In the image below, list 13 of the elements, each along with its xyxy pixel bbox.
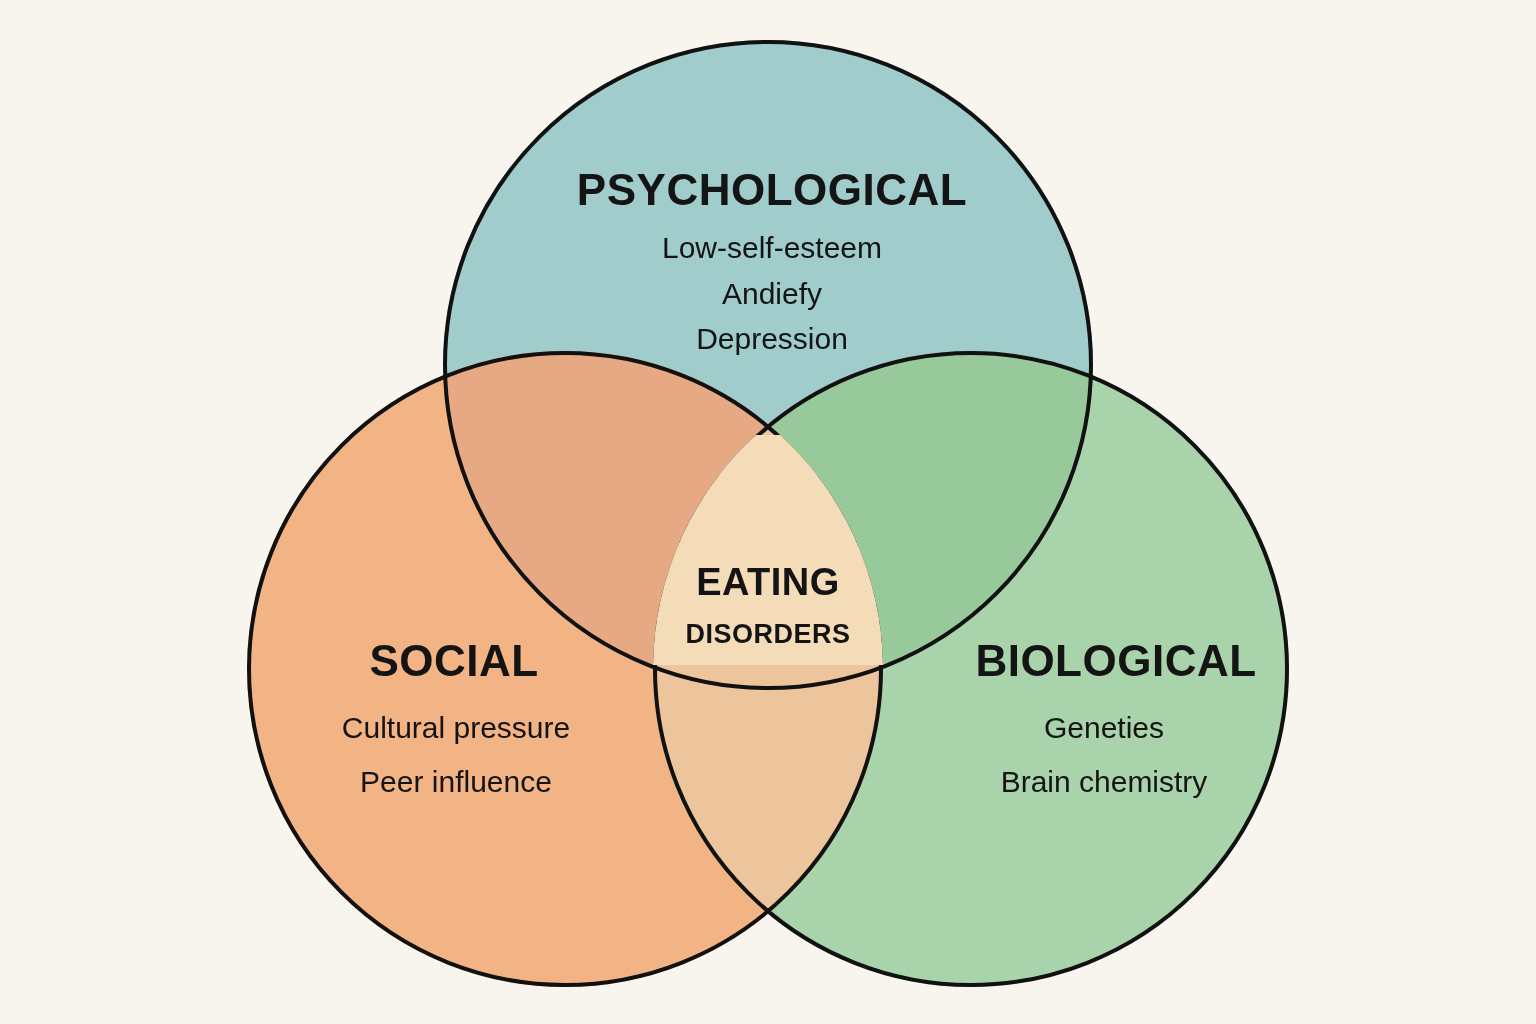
intersection-region	[653, 435, 883, 665]
category-heading: DISORDERS	[685, 618, 851, 650]
factor-label: Peer influence	[360, 765, 552, 799]
category-heading: SOCIAL	[369, 636, 539, 686]
factor-label: Low-self-esteem	[661, 231, 883, 265]
category-heading: BIOLOGICAL	[975, 636, 1257, 686]
factor-label: Andiefy	[721, 277, 823, 311]
factor-label: Geneties	[1043, 711, 1165, 745]
factor-label: Cultural pressure	[341, 711, 571, 745]
category-heading: PSYCHOLOGICAL	[576, 165, 968, 215]
factor-label: Brain chemistry	[1000, 765, 1208, 799]
factor-label: Depression	[696, 322, 848, 356]
category-heading: EATING	[696, 560, 840, 604]
